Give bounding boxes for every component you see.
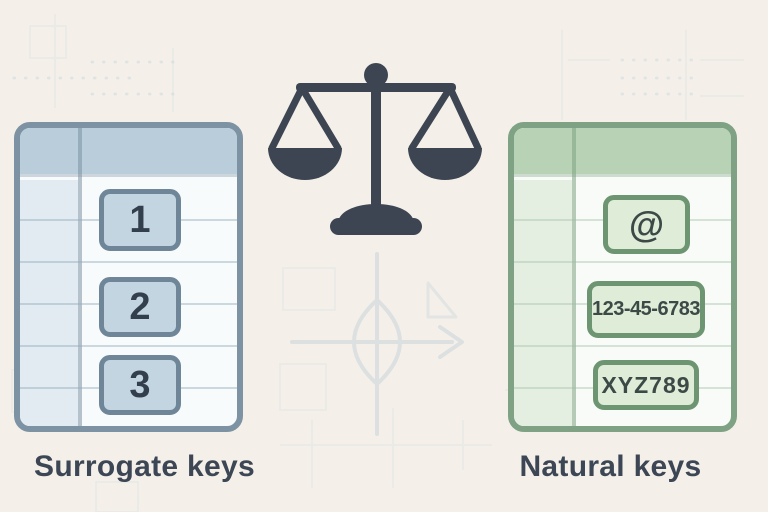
surrogate-keys-table: 1 2 3 — [14, 122, 243, 432]
scale-left-pan — [268, 148, 342, 180]
natural-keys-table: @ 123-45-6783 XYZ789 — [508, 122, 737, 432]
scale-base-slab — [330, 218, 422, 235]
id-column-tint — [514, 180, 572, 426]
row-separator — [514, 261, 731, 263]
column-divider — [572, 128, 576, 426]
scale-right-pan — [408, 148, 482, 180]
natural-key-chip-code: XYZ789 — [593, 360, 699, 410]
surrogate-key-chip-1: 1 — [99, 189, 181, 251]
decor-lens-diamond — [352, 298, 402, 386]
surrogate-keys-label: Surrogate keys — [34, 450, 255, 483]
scale-left-strings — [268, 84, 342, 152]
natural-keys-label: Natural keys — [519, 450, 702, 483]
table-header-row — [20, 128, 237, 174]
scale-right-strings — [408, 84, 482, 152]
natural-key-chip-ssn: 123-45-6783 — [587, 281, 705, 338]
scale-base-mound — [338, 204, 414, 222]
row-separator — [514, 345, 731, 347]
decor-triangle — [426, 281, 458, 319]
scale-pole — [371, 74, 381, 214]
row-separator — [20, 261, 237, 263]
scale-beam — [296, 83, 456, 92]
decor-arrowhead — [438, 325, 464, 359]
surrogate-key-chip-2: 2 — [99, 277, 181, 337]
column-divider — [78, 128, 82, 426]
balance-scale-icon — [268, 63, 482, 235]
decor-dot-rows — [12, 58, 696, 96]
id-column-tint — [20, 180, 78, 426]
surrogate-key-chip-3: 3 — [99, 355, 181, 415]
table-header-row — [514, 128, 731, 174]
natural-key-chip-email: @ — [603, 195, 690, 254]
row-separator — [20, 345, 237, 347]
